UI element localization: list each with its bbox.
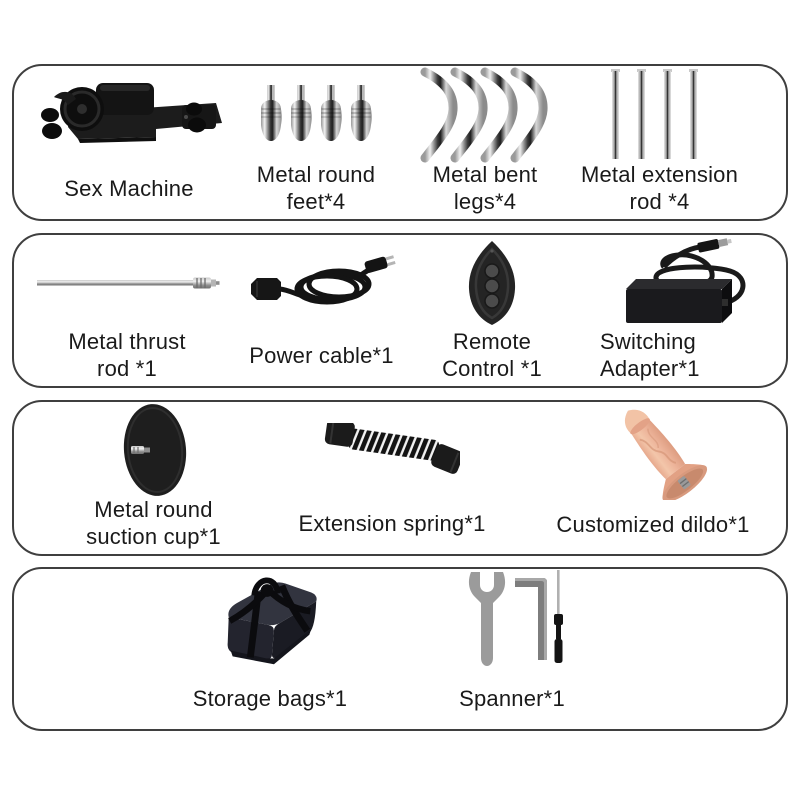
item-metal-extension-rods: Metal extension rod *4 — [562, 66, 757, 219]
item-label-line: Spanner*1 — [459, 685, 565, 711]
metal-extension-rods-image — [562, 66, 757, 163]
parts-panel-2: Metal thrust rod *1 — [12, 233, 788, 388]
item-label: Switching Adapter*1 — [586, 329, 781, 386]
item-label-line: Customized dildo*1 — [556, 511, 750, 537]
item-label-line: rod *4 — [629, 189, 690, 214]
item-remote-control: Remote Control *1 — [412, 235, 572, 386]
item-extension-spring: Extension spring*1 — [282, 402, 502, 554]
item-label: Sex Machine — [24, 163, 234, 219]
item-label: Power cable*1 — [239, 330, 404, 386]
item-switching-adapter: Switching Adapter*1 — [586, 235, 781, 386]
item-customized-dildo: Customized dildo*1 — [522, 402, 784, 554]
item-metal-bent-legs: Metal bent legs*4 — [399, 66, 571, 219]
item-label: Spanner*1 — [406, 673, 618, 729]
item-label-line: Remote — [452, 329, 532, 354]
item-label-line: feet*4 — [286, 189, 346, 214]
extension-spring-image — [282, 402, 502, 498]
metal-bent-legs-image — [399, 66, 571, 163]
item-label-line: Power cable*1 — [249, 342, 394, 368]
item-label-line: Storage bags*1 — [192, 685, 348, 711]
metal-thrust-rod-image — [22, 235, 232, 330]
item-label-line: Adapter*1 — [600, 356, 700, 381]
item-label-line: Extension spring*1 — [298, 510, 486, 536]
storage-bag-image — [126, 569, 414, 673]
item-label: Storage bags*1 — [126, 673, 414, 729]
item-label: Customized dildo*1 — [522, 500, 784, 554]
item-label: Remote Control *1 — [412, 329, 572, 386]
item-label-line: Control *1 — [442, 356, 542, 381]
item-label: Metal round feet*4 — [236, 162, 396, 219]
item-storage-bag: Storage bags*1 — [126, 569, 414, 729]
metal-round-feet-image — [236, 66, 396, 163]
customized-dildo-image — [522, 402, 784, 500]
item-spanner-set: Spanner*1 — [406, 569, 618, 729]
item-metal-round-feet: Metal round feet*4 — [236, 66, 396, 219]
item-label-line: Metal round — [94, 497, 213, 522]
switching-adapter-image — [586, 235, 781, 330]
item-label: Extension spring*1 — [282, 498, 502, 554]
item-label-line: Switching — [600, 329, 696, 354]
spanner-set-image — [406, 569, 618, 673]
parts-panel-4: Storage bags*1 Spanner*1 — [12, 567, 788, 731]
item-label: Metal round suction cup*1 — [26, 497, 281, 554]
item-label: Metal bent legs*4 — [399, 162, 571, 219]
item-label-line: Sex Machine — [64, 175, 194, 201]
item-sex-machine: Sex Machine — [24, 66, 234, 219]
item-label-line: Metal round — [256, 162, 376, 187]
remote-control-image — [412, 235, 572, 330]
item-label: Metal thrust rod *1 — [22, 329, 232, 386]
item-metal-thrust-rod: Metal thrust rod *1 — [22, 235, 232, 386]
item-power-cable: Power cable*1 — [239, 235, 404, 386]
item-label-line: suction cup*1 — [86, 524, 221, 549]
item-label-line: Metal extension — [580, 162, 739, 187]
item-label: Metal extension rod *4 — [562, 162, 757, 219]
item-label-line: Metal bent — [432, 162, 538, 187]
power-cable-image — [239, 235, 404, 330]
sex-machine-image — [24, 66, 234, 163]
item-label-line: legs*4 — [453, 189, 517, 214]
item-metal-round-suction-cup: Metal round suction cup*1 — [26, 402, 281, 554]
parts-panel-3: Metal round suction cup*1 Extension spri… — [12, 400, 788, 556]
metal-round-suction-cup-image — [26, 402, 281, 498]
item-label-line: rod *1 — [97, 356, 157, 381]
item-label-line: Metal thrust — [68, 329, 186, 354]
parts-panel-1: Sex Machine Metal round feet*4 — [12, 64, 788, 221]
